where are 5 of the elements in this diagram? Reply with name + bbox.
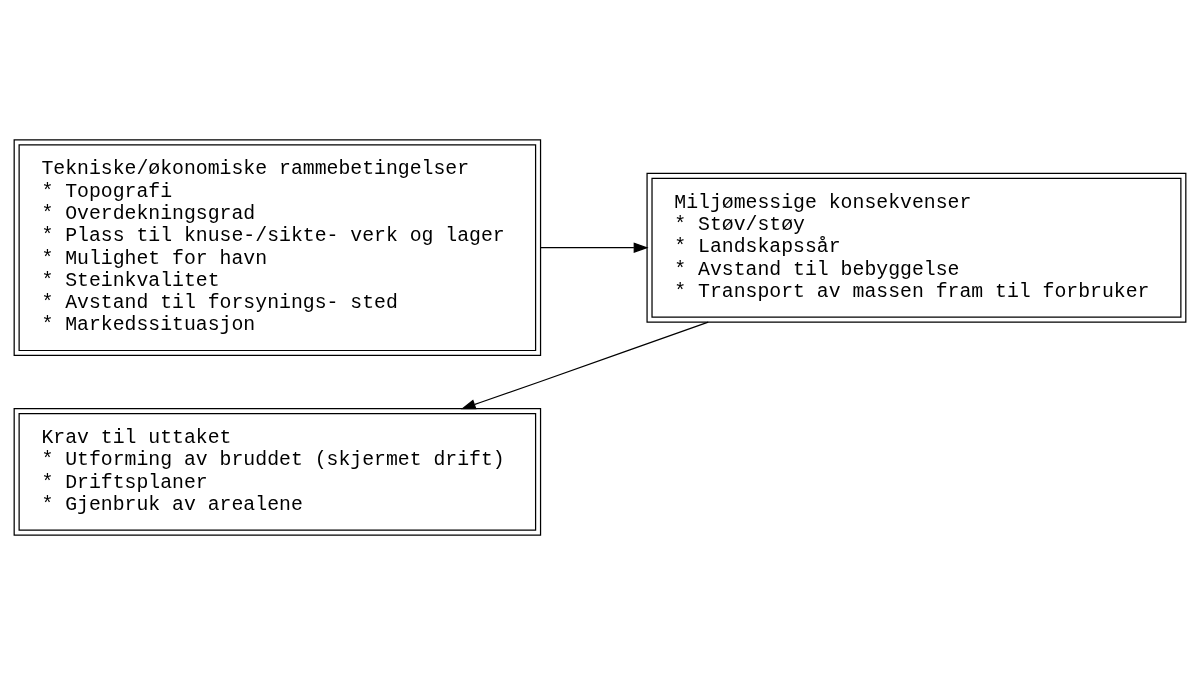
arrow — [460, 321, 709, 410]
node-box: Krav til uttaket * Utforming av bruddet (skjermet drift) * Driftsplaner * Gjenbruk av arealene — [13, 408, 542, 536]
node-box: Tekniske/økonomiske rammebetingelser * Topografi * Overdekningsgrad * Plass til knuse-/sikte- verk og lager * Mulighet for havn * Steinkvalitet * Avstand til forsynings- sted * Markedssituasjon — [13, 139, 542, 357]
arrow — [540, 242, 649, 253]
node-box: Miljømessige konsekvenser * Støv/støy * Landskapssår * Avstand til bebyggelse * Transport av massen fram til forbruker — [646, 172, 1187, 323]
